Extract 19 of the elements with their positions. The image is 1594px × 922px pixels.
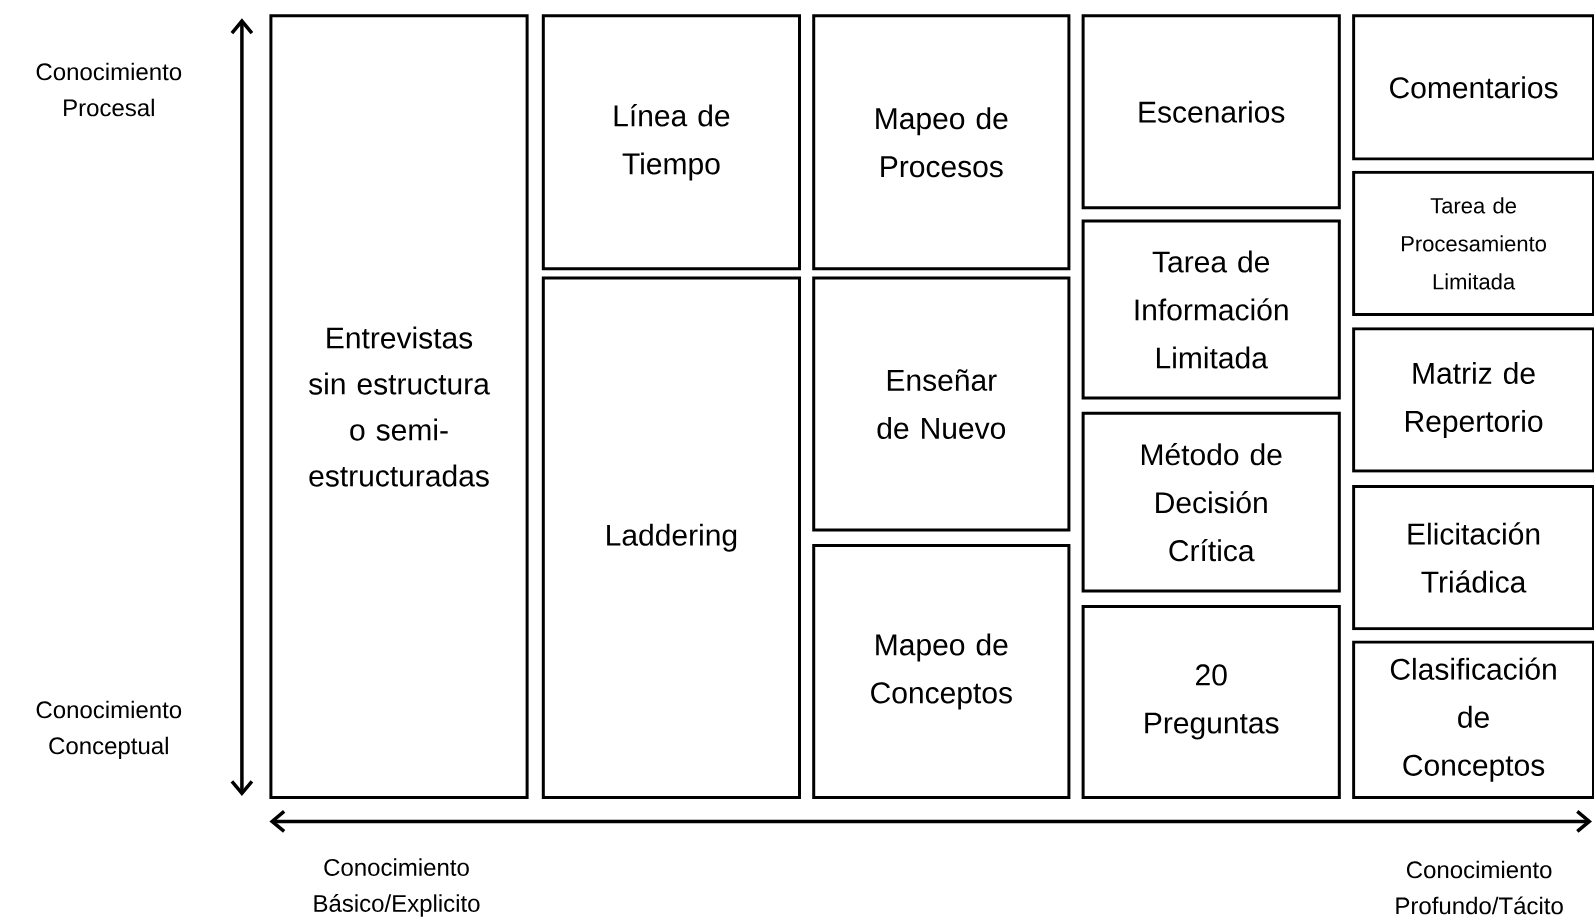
axis-label: Conocimiento Básico/Explicito xyxy=(314,858,480,917)
axis-label: Conocimiento Profundo/Tácito xyxy=(1396,860,1563,915)
method-box: Clasificación de Conceptos xyxy=(1352,640,1594,799)
method-box: Matriz de Repertorio xyxy=(1352,327,1594,473)
method-box: Escenarios xyxy=(1081,14,1341,210)
axis-label: Conocimiento Conceptual xyxy=(36,700,182,760)
method-box: Método de Decisión Crítica xyxy=(1081,411,1341,593)
method-box: Entrevistas sin estructura o semi-estructuradas xyxy=(269,14,529,799)
method-box: Mapeo de Procesos xyxy=(812,14,1071,271)
method-box: Laddering xyxy=(541,276,801,799)
method-box: Tarea de Información Limitada xyxy=(1081,219,1341,400)
method-box: Tarea de Procesamiento Limitada xyxy=(1352,170,1594,317)
method-box: Enseñar de Nuevo xyxy=(812,276,1071,532)
method-box: Línea de Tiempo xyxy=(541,14,801,271)
method-box: Comentarios xyxy=(1352,14,1594,161)
method-box: Elicitación Triádica xyxy=(1352,484,1594,631)
method-box: Mapeo de Conceptos xyxy=(812,543,1071,799)
axis-label: Conocimiento Procesal xyxy=(36,62,182,117)
method-box: 20 Preguntas xyxy=(1081,604,1341,799)
